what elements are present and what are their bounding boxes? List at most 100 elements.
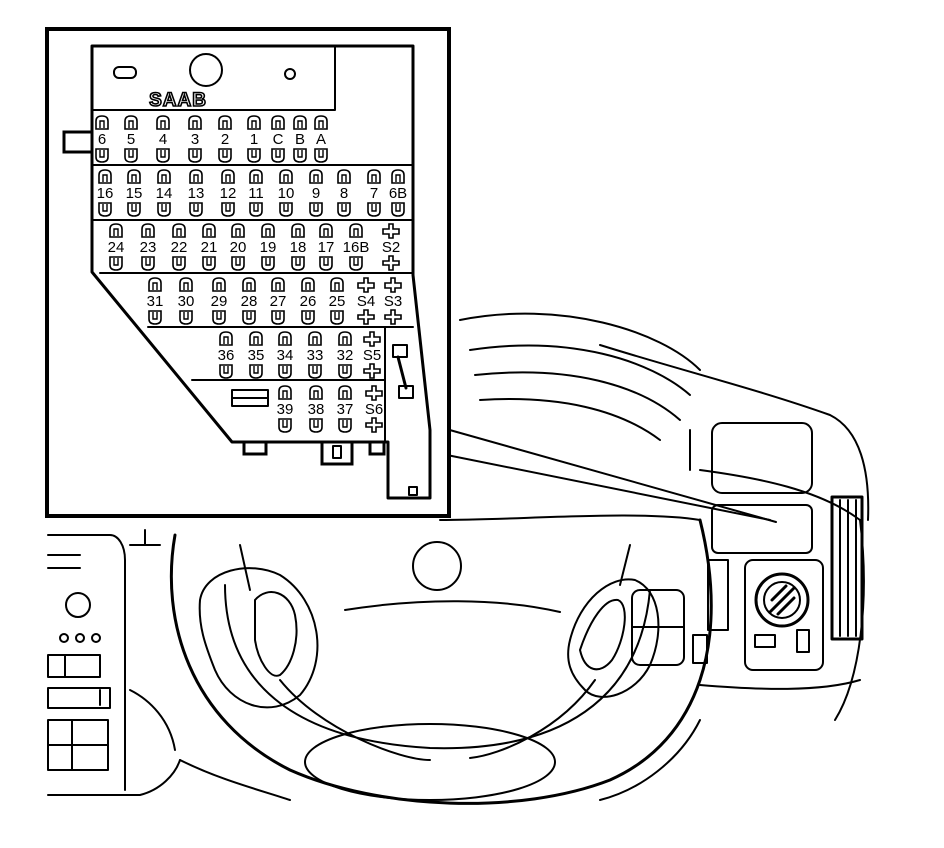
left-spoke-pod	[198, 567, 319, 709]
light-switch-knob	[754, 572, 810, 628]
fuse-label: 39	[277, 401, 294, 418]
fuse-label: 22	[171, 239, 188, 256]
fuse-label: 34	[277, 347, 294, 364]
fuse-label: 38	[308, 401, 325, 418]
fuse-label: 7	[370, 185, 378, 202]
fuse-label: 3	[191, 131, 199, 148]
fuse-label: 4	[159, 131, 167, 148]
steering-wheel-inner	[224, 584, 651, 750]
brand-logo: SAAB	[149, 90, 207, 111]
fuse-slot-17: 17	[318, 223, 335, 271]
fuse-label: S6	[365, 401, 383, 418]
bottom-connector-mid	[320, 440, 354, 466]
fuse-slot-22: 22	[171, 223, 188, 271]
fuse-label: 24	[108, 239, 125, 256]
fuse-label: 13	[188, 185, 205, 202]
fuse-slot-31: 31	[147, 277, 164, 325]
fuse-slot-24: 24	[108, 223, 125, 271]
fuse-label: 30	[178, 293, 195, 310]
fuse-slot-s4: S4	[357, 277, 375, 325]
fuse-slot-s3: S3	[384, 277, 402, 325]
center-vent-lower	[711, 504, 813, 554]
fuse-slot-4: 4	[156, 115, 170, 163]
bottom-connector-left	[242, 440, 268, 456]
fuse-label: S4	[357, 293, 375, 310]
fuse-label: 1	[250, 131, 258, 148]
fuse-label: 14	[156, 185, 173, 202]
dashboard-illustration	[47, 312, 870, 805]
fuse-slot-s6: S6	[365, 385, 383, 433]
fuse-label: B	[295, 131, 305, 148]
fuse-label: 37	[337, 401, 354, 418]
fuse-label: 6B	[389, 185, 407, 202]
fuse-slot-19: 19	[260, 223, 276, 271]
callout-line-lower	[431, 451, 771, 521]
fuse-label: C	[273, 131, 284, 148]
center-vent-upper	[711, 422, 813, 494]
horn-pad	[304, 723, 556, 801]
fuse-slot-27: 27	[270, 277, 287, 325]
steering-wheel-rim	[169, 518, 713, 805]
fuse-slot-s2: S2	[382, 223, 400, 271]
fuse-slot-35: 35	[248, 331, 265, 379]
fuse-slot-37: 37	[337, 385, 354, 433]
fuse-slot-33: 33	[307, 331, 324, 379]
fuse-slot-12: 12	[220, 169, 236, 217]
fuse-slot-30: 30	[178, 277, 195, 325]
fuse-label: 11	[248, 185, 264, 202]
fuse-label: 28	[241, 293, 258, 310]
bottom-connector-right	[368, 440, 386, 456]
fuse-slot-2: 2	[218, 115, 232, 163]
fuse-label: 33	[307, 347, 324, 364]
fuse-label: 36	[218, 347, 235, 364]
fuse-slot-28: 28	[241, 277, 258, 325]
fuse-label: 6	[98, 131, 106, 148]
fuse-slot-20: 20	[230, 223, 247, 271]
fuse-slot-34: 34	[277, 331, 294, 379]
fuse-slot-13: 13	[188, 169, 205, 217]
fuse-slot-9: 9	[309, 169, 323, 217]
fuse-panel	[62, 44, 432, 500]
fuse-slot-6: 6	[95, 115, 109, 163]
fuse-label: 23	[140, 239, 157, 256]
fuse-slot-26: 26	[300, 277, 317, 325]
fuse-label: 17	[318, 239, 335, 256]
fuse-label: 35	[248, 347, 265, 364]
fuse-slot-36: 36	[218, 331, 235, 379]
fuse-slot-s5: S5	[363, 331, 381, 379]
fuse-slot-15: 15	[126, 169, 142, 217]
fuse-slot-21: 21	[201, 223, 217, 271]
fuse-slot-8: 8	[337, 169, 351, 217]
fuse-label: 27	[270, 293, 287, 310]
fuse-label: 32	[337, 347, 354, 364]
steering-hub	[412, 541, 462, 591]
fuse-label: 16	[97, 185, 114, 202]
fuse-label: 31	[147, 293, 164, 310]
fuse-label: 26	[300, 293, 317, 310]
fuse-slot-10: 10	[278, 169, 294, 217]
fuse-slot-23: 23	[140, 223, 157, 271]
fuse-slot-7: 7	[367, 169, 381, 217]
fuse-label: A	[316, 131, 326, 148]
callout-line-upper	[431, 424, 777, 523]
fuse-slot-16b: 16B	[343, 223, 369, 271]
fuse-slot-c: C	[271, 115, 285, 163]
mounting-hole-large	[189, 53, 223, 87]
side-tab	[62, 130, 94, 154]
fuse-puller	[392, 344, 414, 399]
left-instrument-panel	[47, 534, 126, 791]
mounting-hole-small	[284, 68, 296, 80]
fuse-label: 2	[221, 131, 229, 148]
fuse-label: S3	[384, 293, 402, 310]
fuse-label: 18	[290, 239, 307, 256]
fuse-label: 8	[340, 185, 348, 202]
fuse-label: S5	[363, 347, 381, 364]
fuse-label: 20	[230, 239, 247, 256]
fuse-label: 5	[127, 131, 135, 148]
fuse-slot-16: 16	[97, 169, 114, 217]
fuse-slot-a: A	[314, 115, 328, 163]
fuse-label: 9	[312, 185, 320, 202]
side-vent	[830, 495, 864, 641]
